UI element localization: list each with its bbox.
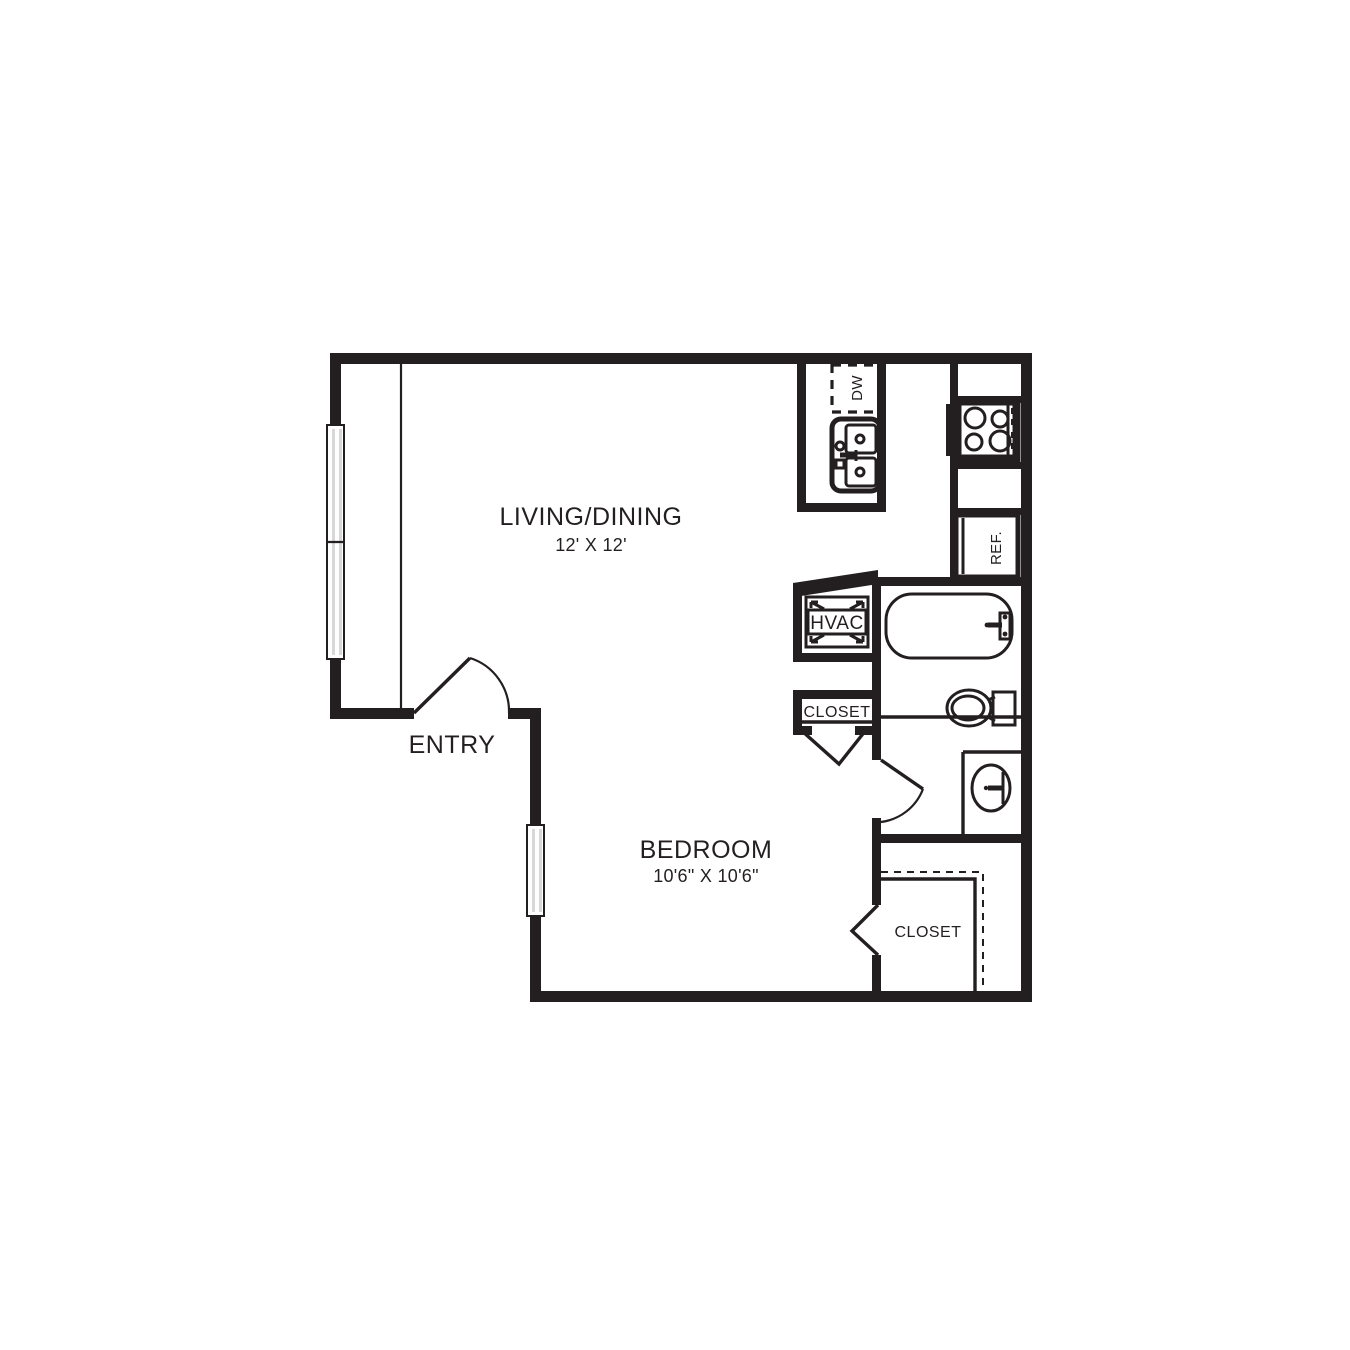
dishwasher-outline	[830, 364, 880, 414]
wall-bedroom-left-lower	[530, 915, 541, 1002]
bathtub-outline	[884, 592, 1014, 660]
wall-bath-bottom	[872, 834, 1021, 843]
wall-closet-bottom-right-stub	[855, 726, 881, 735]
hall-closet-label: CLOSET	[803, 704, 870, 721]
range-burner-front-right	[990, 409, 1010, 429]
wall-bath-hall-divider	[872, 584, 881, 760]
wall-kitchen-peninsula-bottom	[797, 503, 886, 512]
wall-bath-door-jamb-bottom	[872, 818, 881, 843]
kitchen-range	[946, 397, 1021, 463]
bathtub-knob-2	[1002, 631, 1008, 637]
dishwasher-handle	[880, 365, 886, 413]
entry-door[interactable]	[412, 656, 511, 715]
vanity-drain	[983, 785, 989, 791]
hvac-label: HVAC	[810, 613, 863, 634]
sink-faucet-knob-lower	[834, 458, 846, 470]
hvac-label-plate	[806, 608, 868, 636]
range-knob-1	[1011, 408, 1016, 414]
hvac-arrows	[809, 600, 865, 644]
toilet	[945, 688, 1017, 728]
range-burner-back-right	[988, 429, 1012, 453]
kitchen-sink	[829, 416, 883, 494]
bedroom-closet-inner-line	[881, 877, 977, 991]
wall-counter-line-2	[950, 462, 1021, 469]
sink-basin-lower	[844, 456, 878, 488]
range-knob-4	[1011, 443, 1016, 449]
bedroom-closet-label: CLOSET	[894, 924, 961, 941]
range-burner-front-left	[963, 406, 987, 430]
wall-hvac-left	[793, 590, 802, 662]
wall-bedroom-closet-left-upper	[872, 843, 881, 905]
living-dining-dimensions: 12' X 12'	[555, 535, 627, 555]
bathroom-door-leaf	[880, 758, 924, 791]
entry-door-swing-arc	[469, 656, 511, 714]
wall-bedroom-closet-left-lower	[872, 955, 881, 995]
toilet-bowl-inner	[950, 694, 986, 722]
bedroom-label: BEDROOM	[640, 836, 773, 864]
wall-closet-top	[793, 690, 880, 699]
bathtub-drain	[984, 622, 990, 628]
wall-right-exterior	[1021, 353, 1032, 1002]
bathroom-door-swing-arc	[880, 788, 925, 824]
toilet-bowl	[945, 688, 993, 728]
refrigerator: REF.	[953, 512, 1021, 580]
range-cooktop-inner	[958, 402, 1016, 458]
interior-thin-lines	[399, 364, 1021, 991]
range-side-bar	[946, 404, 951, 456]
bathroom-door[interactable]	[880, 758, 925, 824]
sink-outer-basin	[829, 416, 883, 494]
wall-bath-top	[872, 577, 1021, 586]
hvac-closet: HVAC	[793, 570, 878, 649]
bathroom-vanity	[961, 750, 1021, 834]
bedroom-closet-bifold-leaves	[849, 903, 880, 957]
wall-hvac-bottom	[793, 653, 880, 662]
sink-drain-upper	[854, 433, 866, 445]
wall-left-upper	[330, 353, 341, 425]
bedroom-closet-door[interactable]	[849, 903, 880, 957]
hvac-unit-box	[804, 595, 870, 649]
entry-door-leaf	[412, 656, 472, 715]
dishwasher: DW	[830, 363, 886, 414]
wall-left-lower	[330, 658, 341, 718]
sink-drain-lower	[854, 466, 866, 478]
bedroom-dimensions: 10'6" X 10'6"	[653, 866, 759, 886]
refrigerator-outline	[953, 512, 1021, 580]
wall-bedroom-left-upper	[530, 708, 541, 825]
wall-bottom-exterior	[530, 991, 1032, 1002]
wall-entry-right-jamb	[508, 708, 541, 719]
toilet-tank	[991, 690, 1017, 727]
labels-group: LIVING/DINING 12' X 12' BEDROOM 10'6" X …	[409, 503, 961, 941]
bedroom-window	[526, 824, 545, 917]
range-outline	[953, 397, 1021, 463]
wall-counter-line-3	[950, 508, 1021, 515]
hall-closet-bifold-leaves	[800, 728, 868, 767]
wall-group	[330, 353, 1032, 1002]
refrigerator-label: REF.	[988, 531, 1005, 565]
wall-kitchen-peninsula-left	[797, 364, 806, 512]
wall-entry-left-jamb	[330, 708, 414, 719]
wall-closet-left	[793, 690, 802, 735]
range-knob-3	[1011, 432, 1016, 438]
bathtub	[884, 592, 1014, 660]
sink-faucet-knob-upper	[834, 440, 846, 452]
bathtub-knob-1	[1002, 614, 1008, 620]
wall-bath-door-jamb-top	[872, 735, 881, 760]
vanity-sink-basin	[970, 763, 1012, 813]
entry-label: ENTRY	[409, 731, 496, 759]
sink-basin-upper	[844, 423, 878, 455]
wall-top-exterior	[330, 353, 1032, 364]
range-burner-back-left	[964, 432, 984, 452]
toilet-seat-link-top	[987, 695, 996, 702]
wall-kitchen-counter-divider	[950, 364, 958, 584]
hall-closet-door[interactable]	[800, 728, 868, 767]
range-knob-2	[1011, 419, 1016, 425]
living-room-window	[326, 424, 345, 660]
dishwasher-label: DW	[849, 375, 866, 401]
hvac-angled-wall	[793, 570, 878, 596]
toilet-seat-link-bottom	[987, 715, 996, 723]
living-dining-label: LIVING/DINING	[500, 503, 683, 531]
